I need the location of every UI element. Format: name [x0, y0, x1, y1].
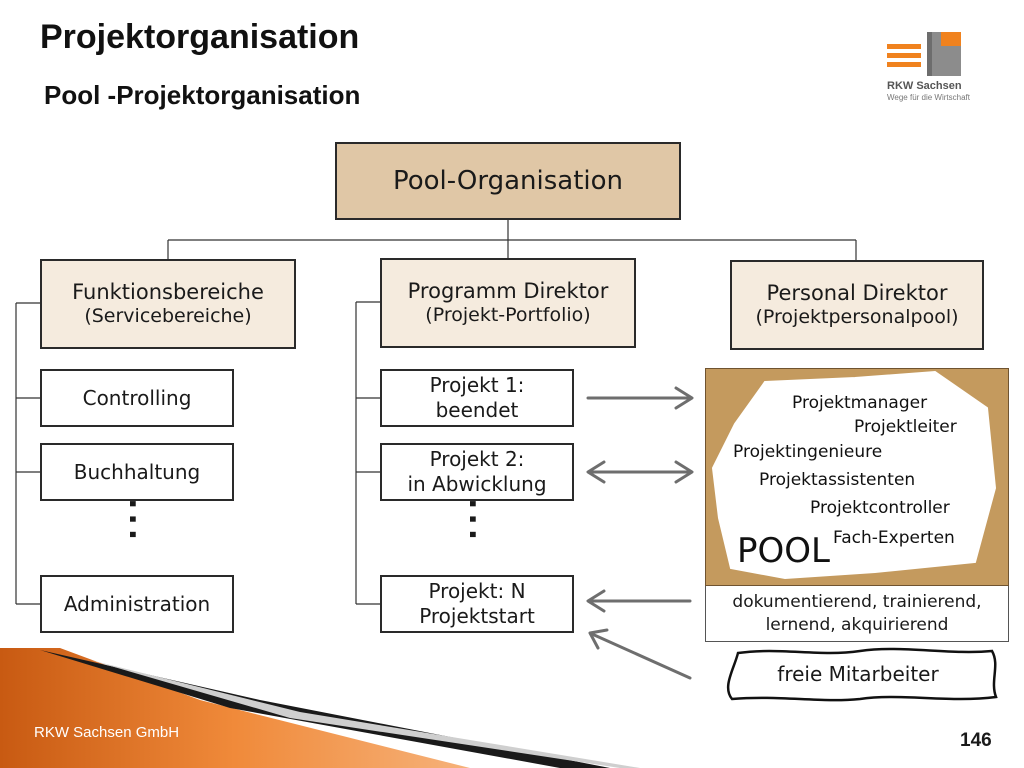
buchhaltung-box: Buchhaltung — [40, 443, 234, 501]
logo-name: RKW Sachsen — [887, 80, 962, 92]
slide-subtitle: Pool -Projektorganisation — [44, 80, 361, 110]
projekt-1-box: Projekt 1: beendet — [380, 369, 574, 427]
pool-role-fach-experten: Fach-Experten — [833, 528, 955, 548]
projekt-2-line2: in Abwicklung — [407, 472, 547, 496]
programm-direktor-sub: (Projekt-Portfolio) — [425, 304, 591, 327]
buchhaltung-label: Buchhaltung — [73, 459, 201, 484]
rkw-logo — [887, 32, 973, 80]
administration-box: Administration — [40, 575, 234, 633]
pool-role-projektingenieure: Projektingenieure — [733, 442, 883, 462]
projekt-n-line1: Projekt: N — [428, 579, 526, 603]
slide-title: Projektorganisation — [40, 18, 360, 56]
controlling-label: Controlling — [82, 385, 192, 410]
freie-mitarbeiter-label: freie Mitarbeiter — [777, 662, 939, 686]
projekt-n-line2: Projektstart — [419, 604, 535, 628]
left-ellipsis-text: ... — [122, 498, 157, 545]
pool-description-line2: lernend, akquirierend — [765, 614, 949, 635]
pool-label: POOL — [737, 531, 830, 571]
administration-label: Administration — [63, 591, 211, 616]
programm-direktor-title: Programm Direktor — [407, 279, 609, 303]
projekt-2-line1: Projekt 2: — [429, 447, 525, 471]
footer-company: RKW Sachsen GmbH — [34, 724, 180, 741]
personal-direktor-title: Personal Direktor — [766, 281, 948, 305]
projekt-n-box: Projekt: N Projektstart — [380, 575, 574, 633]
funktionsbereiche-title: Funktionsbereiche — [72, 280, 264, 304]
logo-tagline: Wege für die Wirtschaft — [887, 93, 970, 102]
pool-description-line1: dokumentierend, trainierend, — [732, 592, 982, 613]
center-ellipsis: ... — [462, 498, 497, 548]
pool-role-projektmanager: Projektmanager — [792, 393, 928, 413]
pool-organisation-label: Pool-Organisation — [392, 165, 623, 196]
pool-description: dokumentierend, trainierend, lernend, ak… — [705, 586, 1009, 642]
controlling-box: Controlling — [40, 369, 234, 427]
pool-organisation-box: Pool-Organisation — [335, 142, 681, 220]
personal-direktor-sub: (Projektpersonalpool) — [755, 306, 959, 329]
projekt-1-line2: beendet — [435, 398, 519, 422]
personal-direktor-box: Personal Direktor (Projektpersonalpool) — [730, 260, 984, 350]
projekt-1-line1: Projekt 1: — [429, 373, 525, 397]
page-number: 146 — [960, 730, 992, 751]
center-ellipsis-text: ... — [462, 498, 497, 545]
projekt-2-box: Projekt 2: in Abwicklung — [380, 443, 574, 501]
left-ellipsis: ... — [122, 498, 157, 548]
rkw-logo-mark-icon — [887, 32, 961, 76]
programm-direktor-box: Programm Direktor (Projekt-Portfolio) — [380, 258, 636, 348]
pool-role-projektcontroller: Projektcontroller — [810, 498, 950, 518]
freie-mitarbeiter-shape — [726, 647, 998, 702]
pool-cloud-shape — [711, 370, 997, 580]
pool-role-projektassistenten: Projektassistenten — [759, 470, 916, 490]
funktionsbereiche-box: Funktionsbereiche (Servicebereiche) — [40, 259, 296, 349]
funktionsbereiche-sub: (Servicebereiche) — [84, 305, 252, 328]
pool-role-projektleiter: Projektleiter — [854, 417, 957, 437]
